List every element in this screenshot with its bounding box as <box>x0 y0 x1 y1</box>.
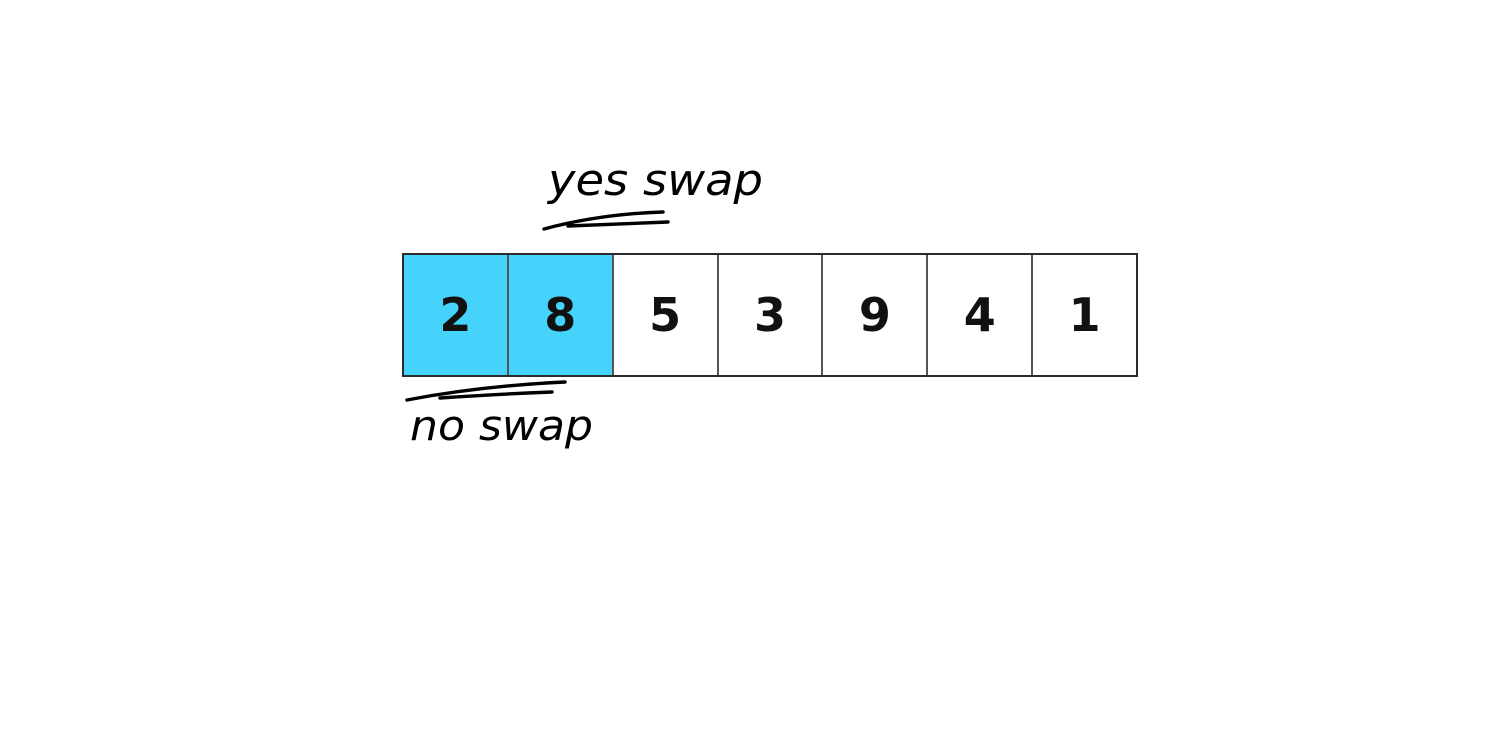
array-cell: 4 <box>928 255 1034 375</box>
top-note-text: yes swap <box>546 155 763 206</box>
array-cell: 1 <box>1068 288 1101 342</box>
bottom-note-text: no swap <box>410 401 593 450</box>
bottom-annotation: no swap <box>405 380 593 450</box>
array-cell: 9 <box>823 255 929 375</box>
underline-bottom <box>405 380 567 402</box>
top-annotation: yes swap <box>542 155 763 231</box>
underline-top <box>542 210 670 231</box>
array-cell: 5 <box>614 255 719 375</box>
array-cell: 8 <box>508 255 614 375</box>
array-cell: 2 <box>404 255 509 375</box>
array-cell: 3 <box>719 255 824 375</box>
